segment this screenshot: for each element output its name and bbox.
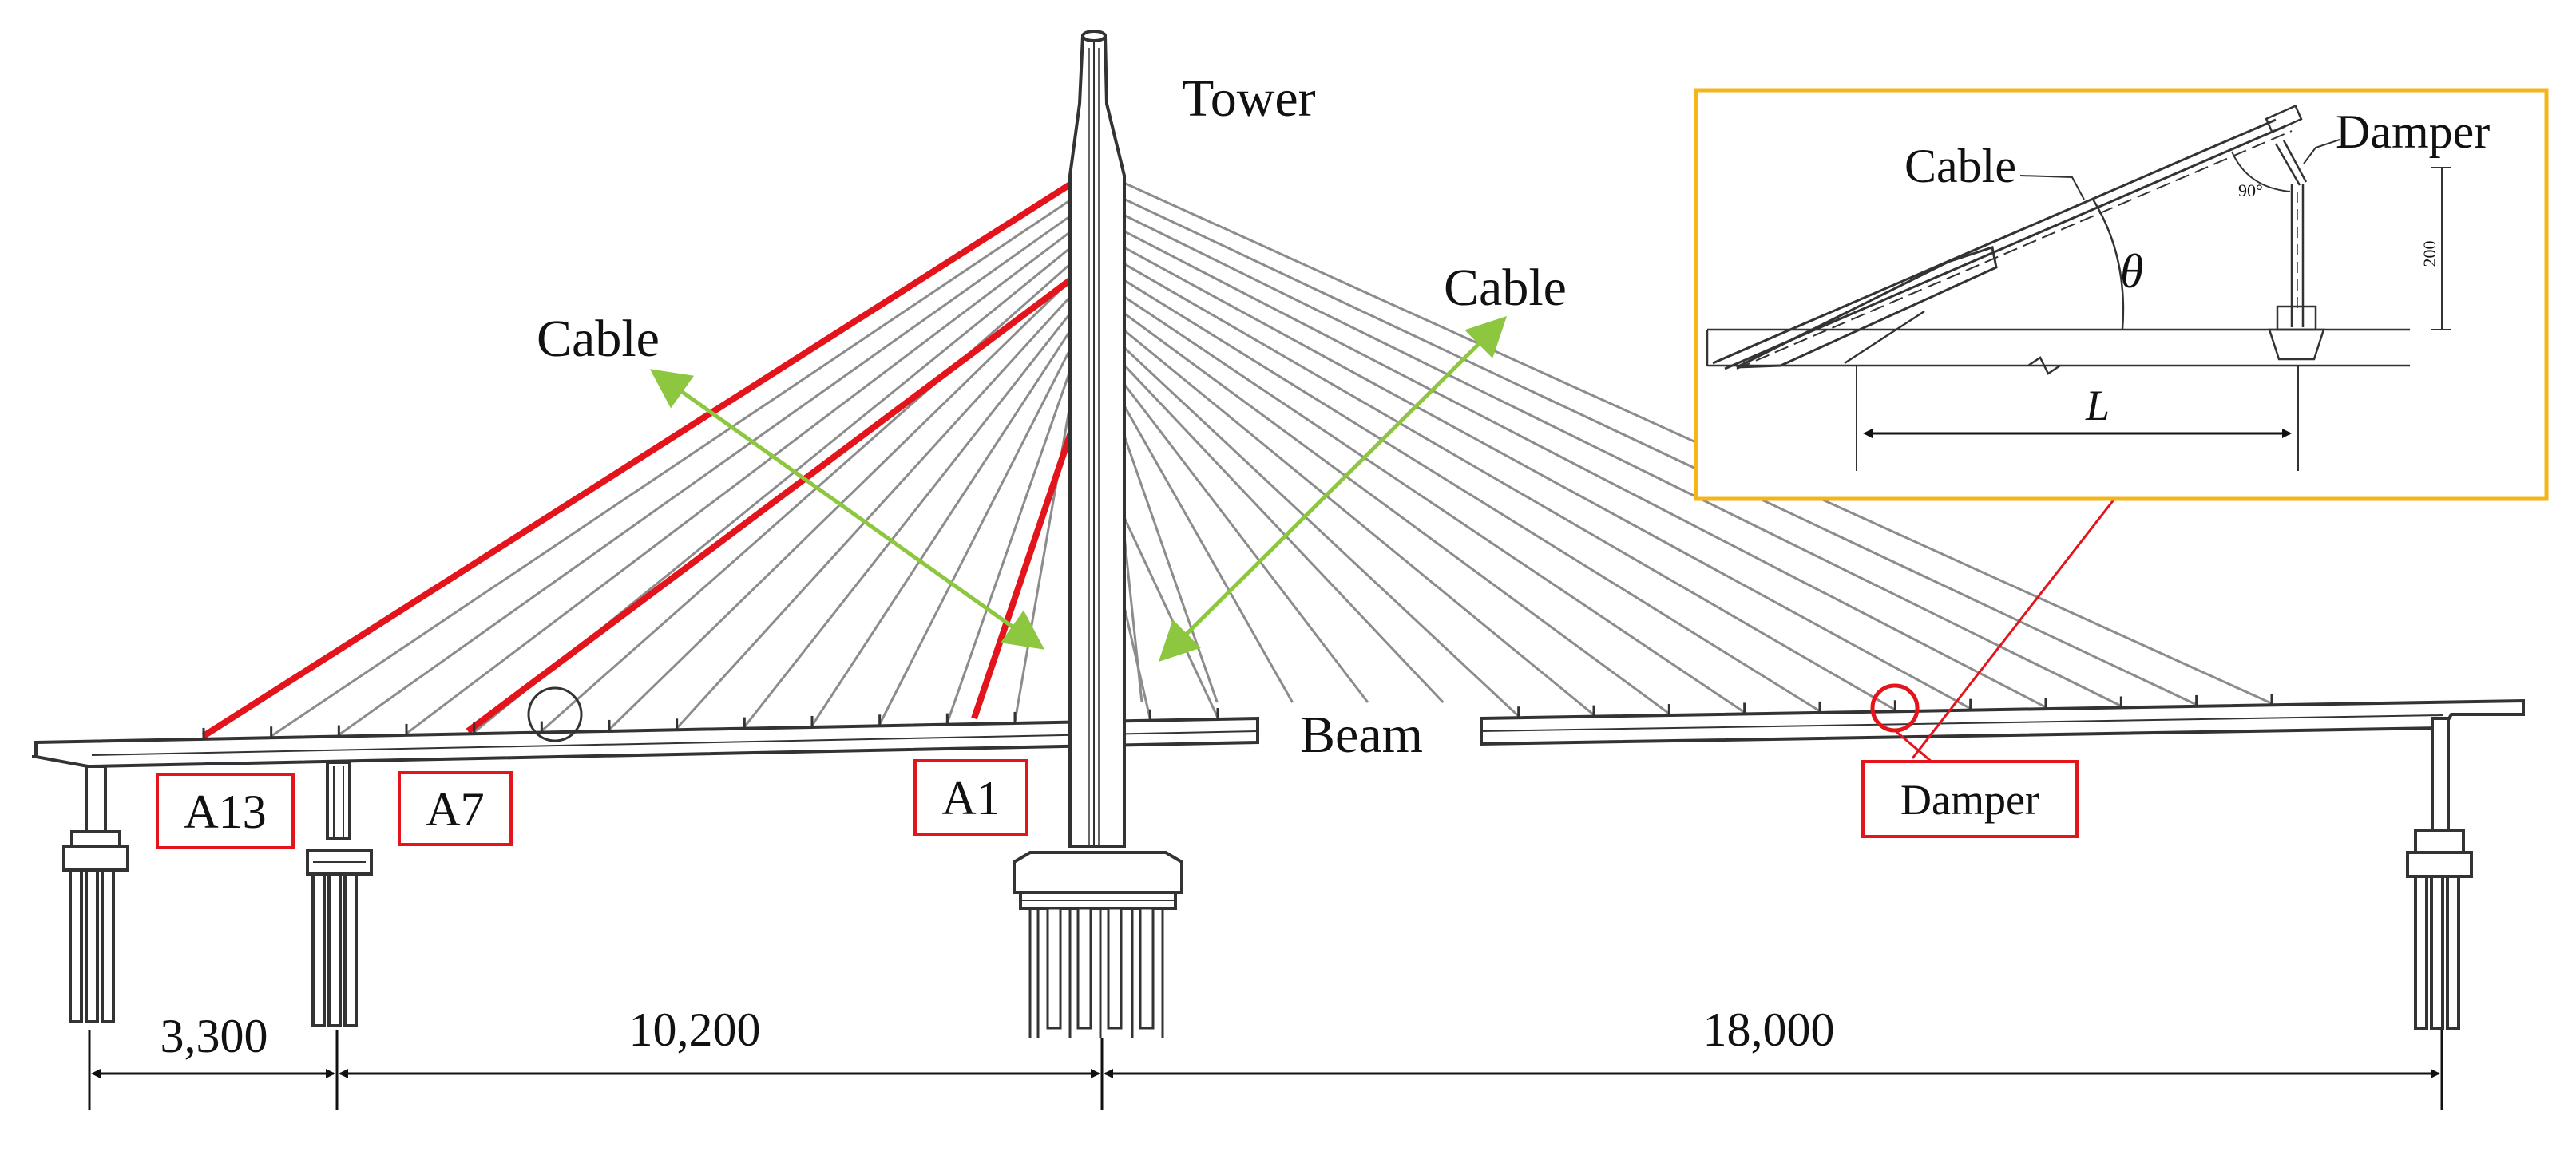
- label-tower: Tower: [1182, 69, 1316, 128]
- left-cable-8: [676, 289, 1078, 730]
- left-cable-13: [1013, 367, 1078, 722]
- tag-damper: Damper: [1861, 760, 2079, 838]
- left-cable-fan: [203, 179, 1219, 739]
- cable-a13: [201, 177, 1079, 739]
- right-cable-16: [1111, 176, 2273, 705]
- inset-label-angle: 90°: [2238, 180, 2263, 200]
- right-cable-5: [1110, 350, 1445, 704]
- damper-leader-to-inset: [1911, 498, 2116, 759]
- left-cable-12: [945, 352, 1078, 724]
- inset-label-length: L: [2085, 382, 2110, 429]
- span2-label: 10,200: [629, 1003, 761, 1056]
- tag-a13-label: A13: [184, 785, 266, 838]
- right-cable-4: [1110, 366, 1369, 703]
- label-beam: Beam: [1300, 706, 1423, 764]
- right-cable-15: [1111, 192, 2198, 706]
- span1-label: 3,300: [161, 1010, 268, 1062]
- right-cable-2: [1110, 398, 1219, 703]
- inset-label-cable: Cable: [1904, 140, 2016, 192]
- right-cable-13: [1111, 224, 2047, 709]
- right-cable-14: [1111, 208, 2122, 707]
- label-cable-right: Cable: [1444, 259, 1567, 317]
- right-cable-3: [1110, 382, 1294, 703]
- tag-a13: A13: [156, 773, 295, 849]
- highlighted-cables: [201, 177, 1079, 739]
- cable-anchors: [202, 694, 2273, 739]
- pier-left-end: [62, 765, 129, 1023]
- damper-detail-inset: Cable Damper θ L 90° 200: [1694, 88, 2549, 501]
- deck-marker-circle: [527, 686, 583, 742]
- right-cable-7: [1111, 318, 1595, 716]
- tag-a7-label: A7: [426, 783, 484, 836]
- left-cable-3: [338, 210, 1077, 736]
- cable-arrow-right: [1158, 315, 1508, 663]
- tower-pile-cap: [1013, 851, 1183, 894]
- span-dimensions: [88, 1030, 2443, 1110]
- label-cable-left: Cable: [537, 310, 660, 368]
- inset-label-damper: Damper: [2336, 105, 2490, 158]
- pier-2: [306, 761, 373, 1027]
- span3-label: 18,000: [1703, 1003, 1835, 1056]
- right-cable-8: [1111, 303, 1670, 715]
- pier-right-end: [2406, 717, 2473, 1030]
- cable-arrow-left: [649, 369, 1045, 650]
- tag-a7: A7: [398, 771, 513, 846]
- left-cable-2: [270, 195, 1077, 738]
- tower: [1013, 30, 1183, 1038]
- left-cable-11: [878, 336, 1078, 725]
- right-cable-9: [1111, 287, 1746, 714]
- tower-shaft: [1068, 34, 1126, 848]
- tower-piles: [1028, 907, 1164, 1038]
- left-cable-7: [608, 273, 1078, 730]
- damper-leader-to-tag: [1894, 729, 1933, 764]
- tag-damper-label: Damper: [1900, 776, 2039, 824]
- tag-a1-label: A1: [941, 772, 1000, 825]
- tag-a1: A1: [913, 759, 1028, 836]
- right-cable-6: [1110, 334, 1520, 718]
- inset-label-height: 200: [2419, 241, 2439, 267]
- inset-label-theta: θ: [2120, 245, 2143, 298]
